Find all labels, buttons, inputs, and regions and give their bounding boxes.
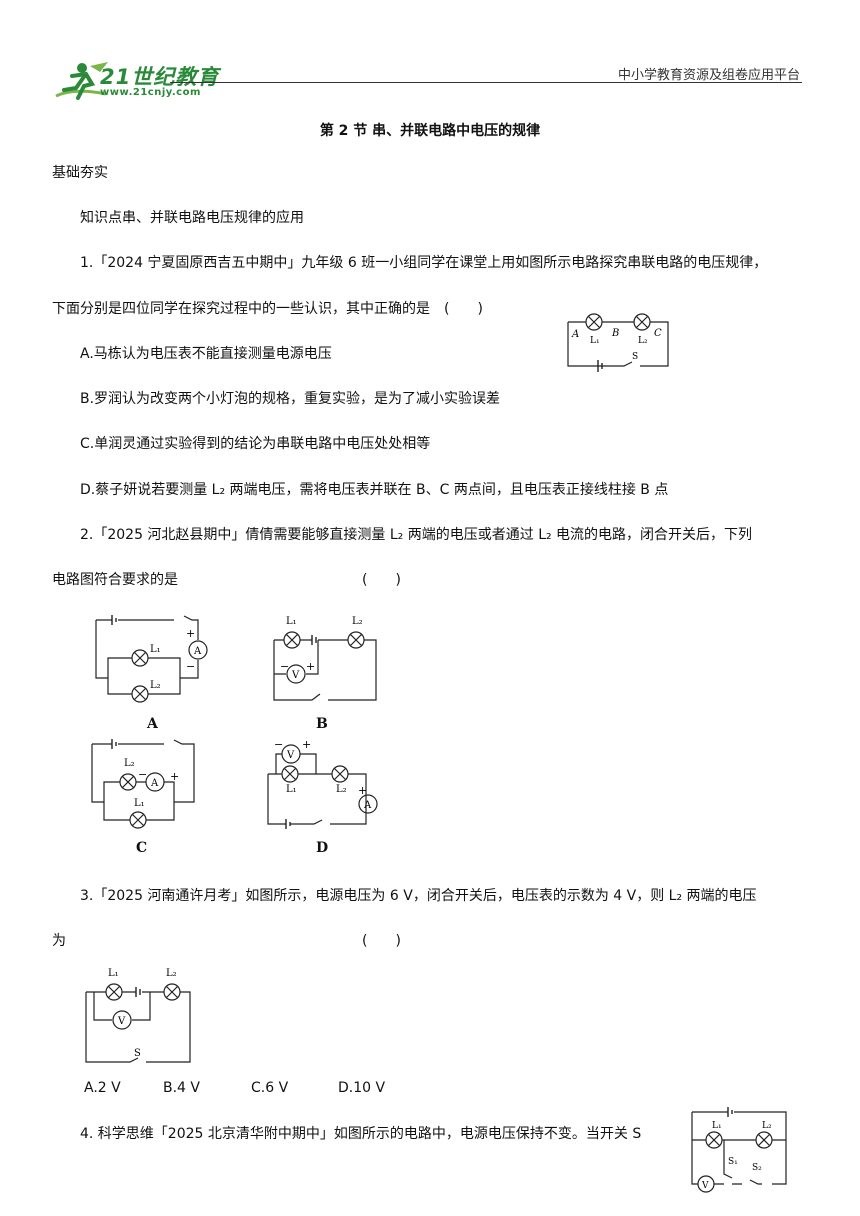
svg-text:A: A [363,800,372,811]
q2-fig-label-a: A [147,716,158,732]
svg-text:L₂: L₂ [124,758,135,769]
svg-text:S₁: S₁ [728,1157,738,1167]
q3-option-a: A.2 V [84,1080,121,1096]
logo-url: www.21cnjy.com [100,87,201,98]
svg-text:L₂: L₂ [352,616,363,627]
svg-text:L₂: L₂ [638,336,648,346]
q3-option-b: B.4 V [163,1080,200,1096]
svg-text:−: − [138,768,147,781]
q2-stem-line1: 2.「2025 河北赵县期中」倩倩需要能够直接测量 L₂ 两端的电压或者通过 L… [80,527,753,543]
svg-text:−: − [186,660,195,673]
q1-option-c: C.单润灵通过实验得到的结论为串联电路中电压处处相等 [80,436,431,452]
logo-text: 21世纪教育 [100,65,220,89]
svg-text:B: B [611,328,619,339]
svg-text:S: S [632,352,638,362]
q3-stem-line1: 3.「2025 河南通许月考」如图所示，电源电压为 6 V，闭合开关后，电压表的… [80,888,757,904]
svg-text:+: + [306,660,315,673]
q1-option-b: B.罗润认为改变两个小灯泡的规格，重复实验，是为了减小实验误差 [80,391,501,407]
q1-option-a: A.马栋认为电压表不能直接测量电源电压 [80,346,332,362]
svg-text:+: + [170,770,179,783]
q2-fig-label-c: C [136,840,148,856]
svg-text:+: + [358,784,367,797]
q2-circuit-d: V − + A + L₁ L₂ [267,738,378,829]
svg-text:L₁: L₁ [286,616,297,627]
svg-text:A: A [193,646,202,657]
q4-stem: 4. 科学思维「2025 北京清华附中期中」如图所示的电路中，电源电压保持不变。… [80,1126,642,1142]
svg-text:V: V [117,1016,126,1027]
q1-stem-line2: 下面分别是四位同学在探究过程中的一些认识，其中正确的是 ( ) [52,301,483,317]
q1-option-d: D.蔡子妍说若要测量 L₂ 两端电压，需将电压表并联在 B、C 两点间，且电压表… [80,482,669,498]
q2-fig-label-b: B [316,716,328,732]
svg-text:−: − [274,738,283,751]
svg-text:A: A [150,778,159,789]
lamp-l1-icon [585,313,603,331]
svg-text:A: A [571,329,579,340]
q2-fig-label-d: D [316,840,329,856]
q3-stem-line2: 为 [52,933,66,949]
platform-name: 中小学教育资源及组卷应用平台 [617,68,800,83]
header-divider [170,82,802,83]
section-heading: 基础夯实 [52,165,108,181]
svg-text:+: + [302,738,311,751]
svg-text:S: S [134,1048,141,1059]
q2-circuit-b: V − + L₁ L₂ [273,616,377,701]
q3-option-c: C.6 V [251,1080,289,1096]
svg-text:L₂: L₂ [166,968,177,979]
svg-text:L₁: L₁ [712,1121,722,1131]
q1-circuit-diagram: A B C L₁ L₂ S [567,313,669,372]
lamp-l2-icon [633,313,651,331]
svg-text:V: V [291,670,300,681]
svg-text:L₂: L₂ [336,784,347,795]
q2-circuit-a: A + − L₁ L₂ [95,615,208,703]
q2-answer-paren: ( ) [362,572,401,588]
svg-text:L₁: L₁ [286,784,297,795]
svg-text:−: − [280,660,289,673]
q3-answer-paren: ( ) [362,933,401,949]
logo-runner-icon [55,62,108,100]
svg-text:V: V [701,1181,709,1191]
svg-text:L₁: L₁ [134,798,145,809]
svg-text:L₂: L₂ [762,1121,772,1131]
svg-text:L₁: L₁ [150,644,161,655]
svg-text:V: V [286,750,295,761]
q3-circuit-diagram: V L₁ L₂ S [85,968,191,1063]
q4-circuit-diagram: V L₁ L₂ S₁ S₂ [691,1107,787,1193]
svg-text:L₁: L₁ [590,336,600,346]
svg-text:C: C [654,328,662,339]
q2-stem-line2: 电路图符合要求的是 [52,572,178,588]
svg-text:S₂: S₂ [752,1163,762,1173]
knowledge-point: 知识点串、并联电路电压规律的应用 [80,210,304,226]
svg-text:L₂: L₂ [150,680,161,691]
page-title: 第 2 节 串、并联电路中电压的规律 [319,123,541,139]
q3-option-d: D.10 V [338,1080,386,1096]
svg-text:+: + [186,627,195,640]
svg-text:L₁: L₁ [108,968,119,979]
battery-icon [597,360,603,372]
q1-stem-line1: 1.「2024 宁夏固原西吉五中期中」九年级 6 班一小组同学在课堂上用如图所示… [80,255,768,271]
q2-circuit-c: A + − L₂ L₁ [91,739,195,829]
